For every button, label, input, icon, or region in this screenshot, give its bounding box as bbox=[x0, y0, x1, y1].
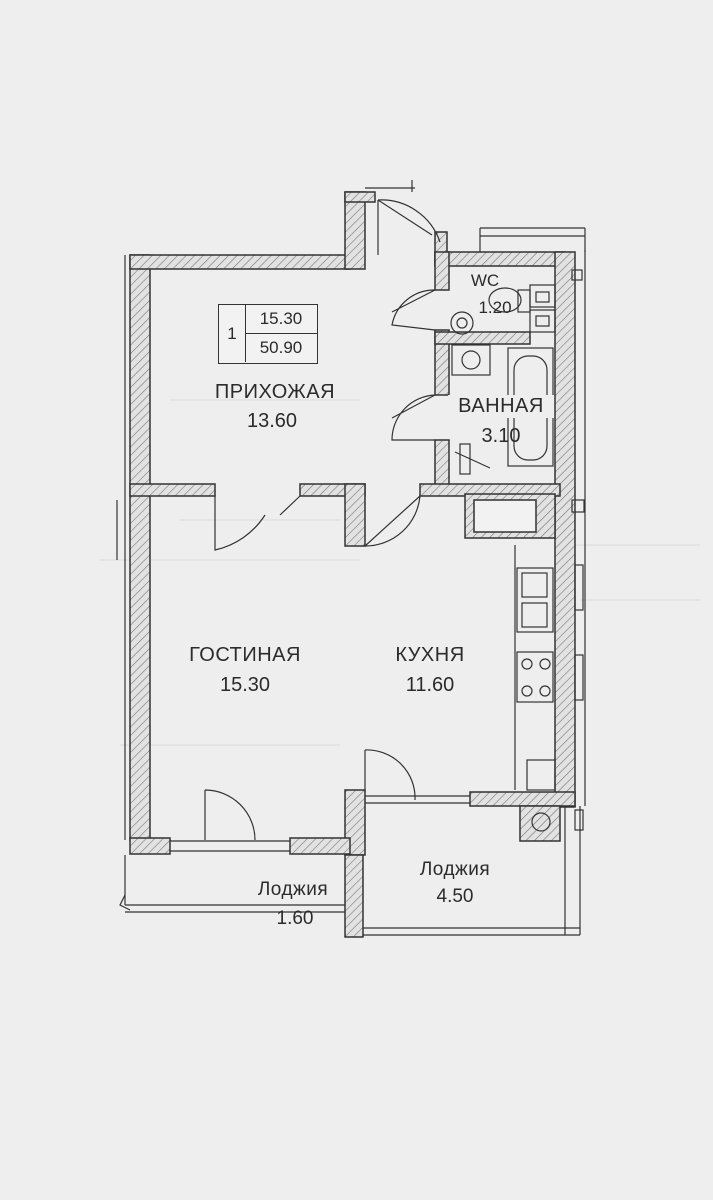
unit-info-box: 1 15.30 50.90 bbox=[218, 304, 318, 364]
wall-bottom-living-b bbox=[289, 837, 351, 855]
door-swings bbox=[204, 199, 441, 841]
fixtures bbox=[119, 269, 585, 911]
kitchen-name: КУХНЯ bbox=[395, 644, 465, 666]
loggia-large-name: Лоджия bbox=[419, 859, 491, 880]
bathroom-name: ВАННАЯ bbox=[448, 395, 554, 418]
wall-bath-left-low bbox=[434, 439, 450, 486]
wall-right bbox=[554, 251, 576, 808]
wall-loggia-divider bbox=[344, 854, 364, 938]
sink-icon bbox=[450, 311, 474, 335]
loggia-small-name: Лоджия bbox=[257, 879, 329, 900]
living-area: 15.30 bbox=[219, 674, 271, 696]
unit-number: 1 bbox=[219, 305, 246, 362]
wall-living-kitchen bbox=[344, 483, 366, 547]
wall-top bbox=[129, 254, 351, 270]
wall-entry-cap bbox=[344, 191, 376, 203]
kitchen-area: 11.60 bbox=[405, 674, 455, 696]
thin-lines bbox=[116, 180, 586, 936]
wc-area: 1.20 bbox=[478, 298, 512, 317]
bathroom-area: 3.10 bbox=[481, 425, 521, 447]
wall-bottom-kitchen bbox=[469, 791, 576, 807]
bath-sink-icon bbox=[451, 344, 491, 376]
hallway-area: 13.60 bbox=[246, 410, 298, 432]
wall-entry-jamb bbox=[344, 191, 366, 270]
hallway-name: ПРИХОЖАЯ bbox=[214, 381, 336, 403]
unit-living-area: 15.30 bbox=[245, 305, 317, 334]
living-name: ГОСТИНАЯ bbox=[189, 644, 301, 666]
wall-wc-bath bbox=[434, 331, 531, 345]
wall-wc-top bbox=[434, 251, 566, 267]
loggia-large-area: 4.50 bbox=[436, 886, 474, 907]
vent-shaft-inner bbox=[473, 499, 537, 533]
stove-icon bbox=[516, 651, 554, 703]
unit-total-area: 50.90 bbox=[259, 338, 303, 357]
wc-name: WC bbox=[470, 271, 500, 290]
wall-mid-left bbox=[129, 483, 216, 497]
wall-bottom-living-a bbox=[129, 837, 171, 855]
shaft-bottom-right bbox=[519, 805, 561, 842]
loggia-small-area: 1.60 bbox=[276, 908, 314, 929]
wall-left bbox=[129, 254, 151, 841]
kitchen-sink-icon bbox=[516, 567, 554, 633]
wall-wc-left bbox=[434, 251, 450, 291]
wall-bath-left bbox=[434, 329, 450, 396]
walls bbox=[129, 191, 576, 938]
